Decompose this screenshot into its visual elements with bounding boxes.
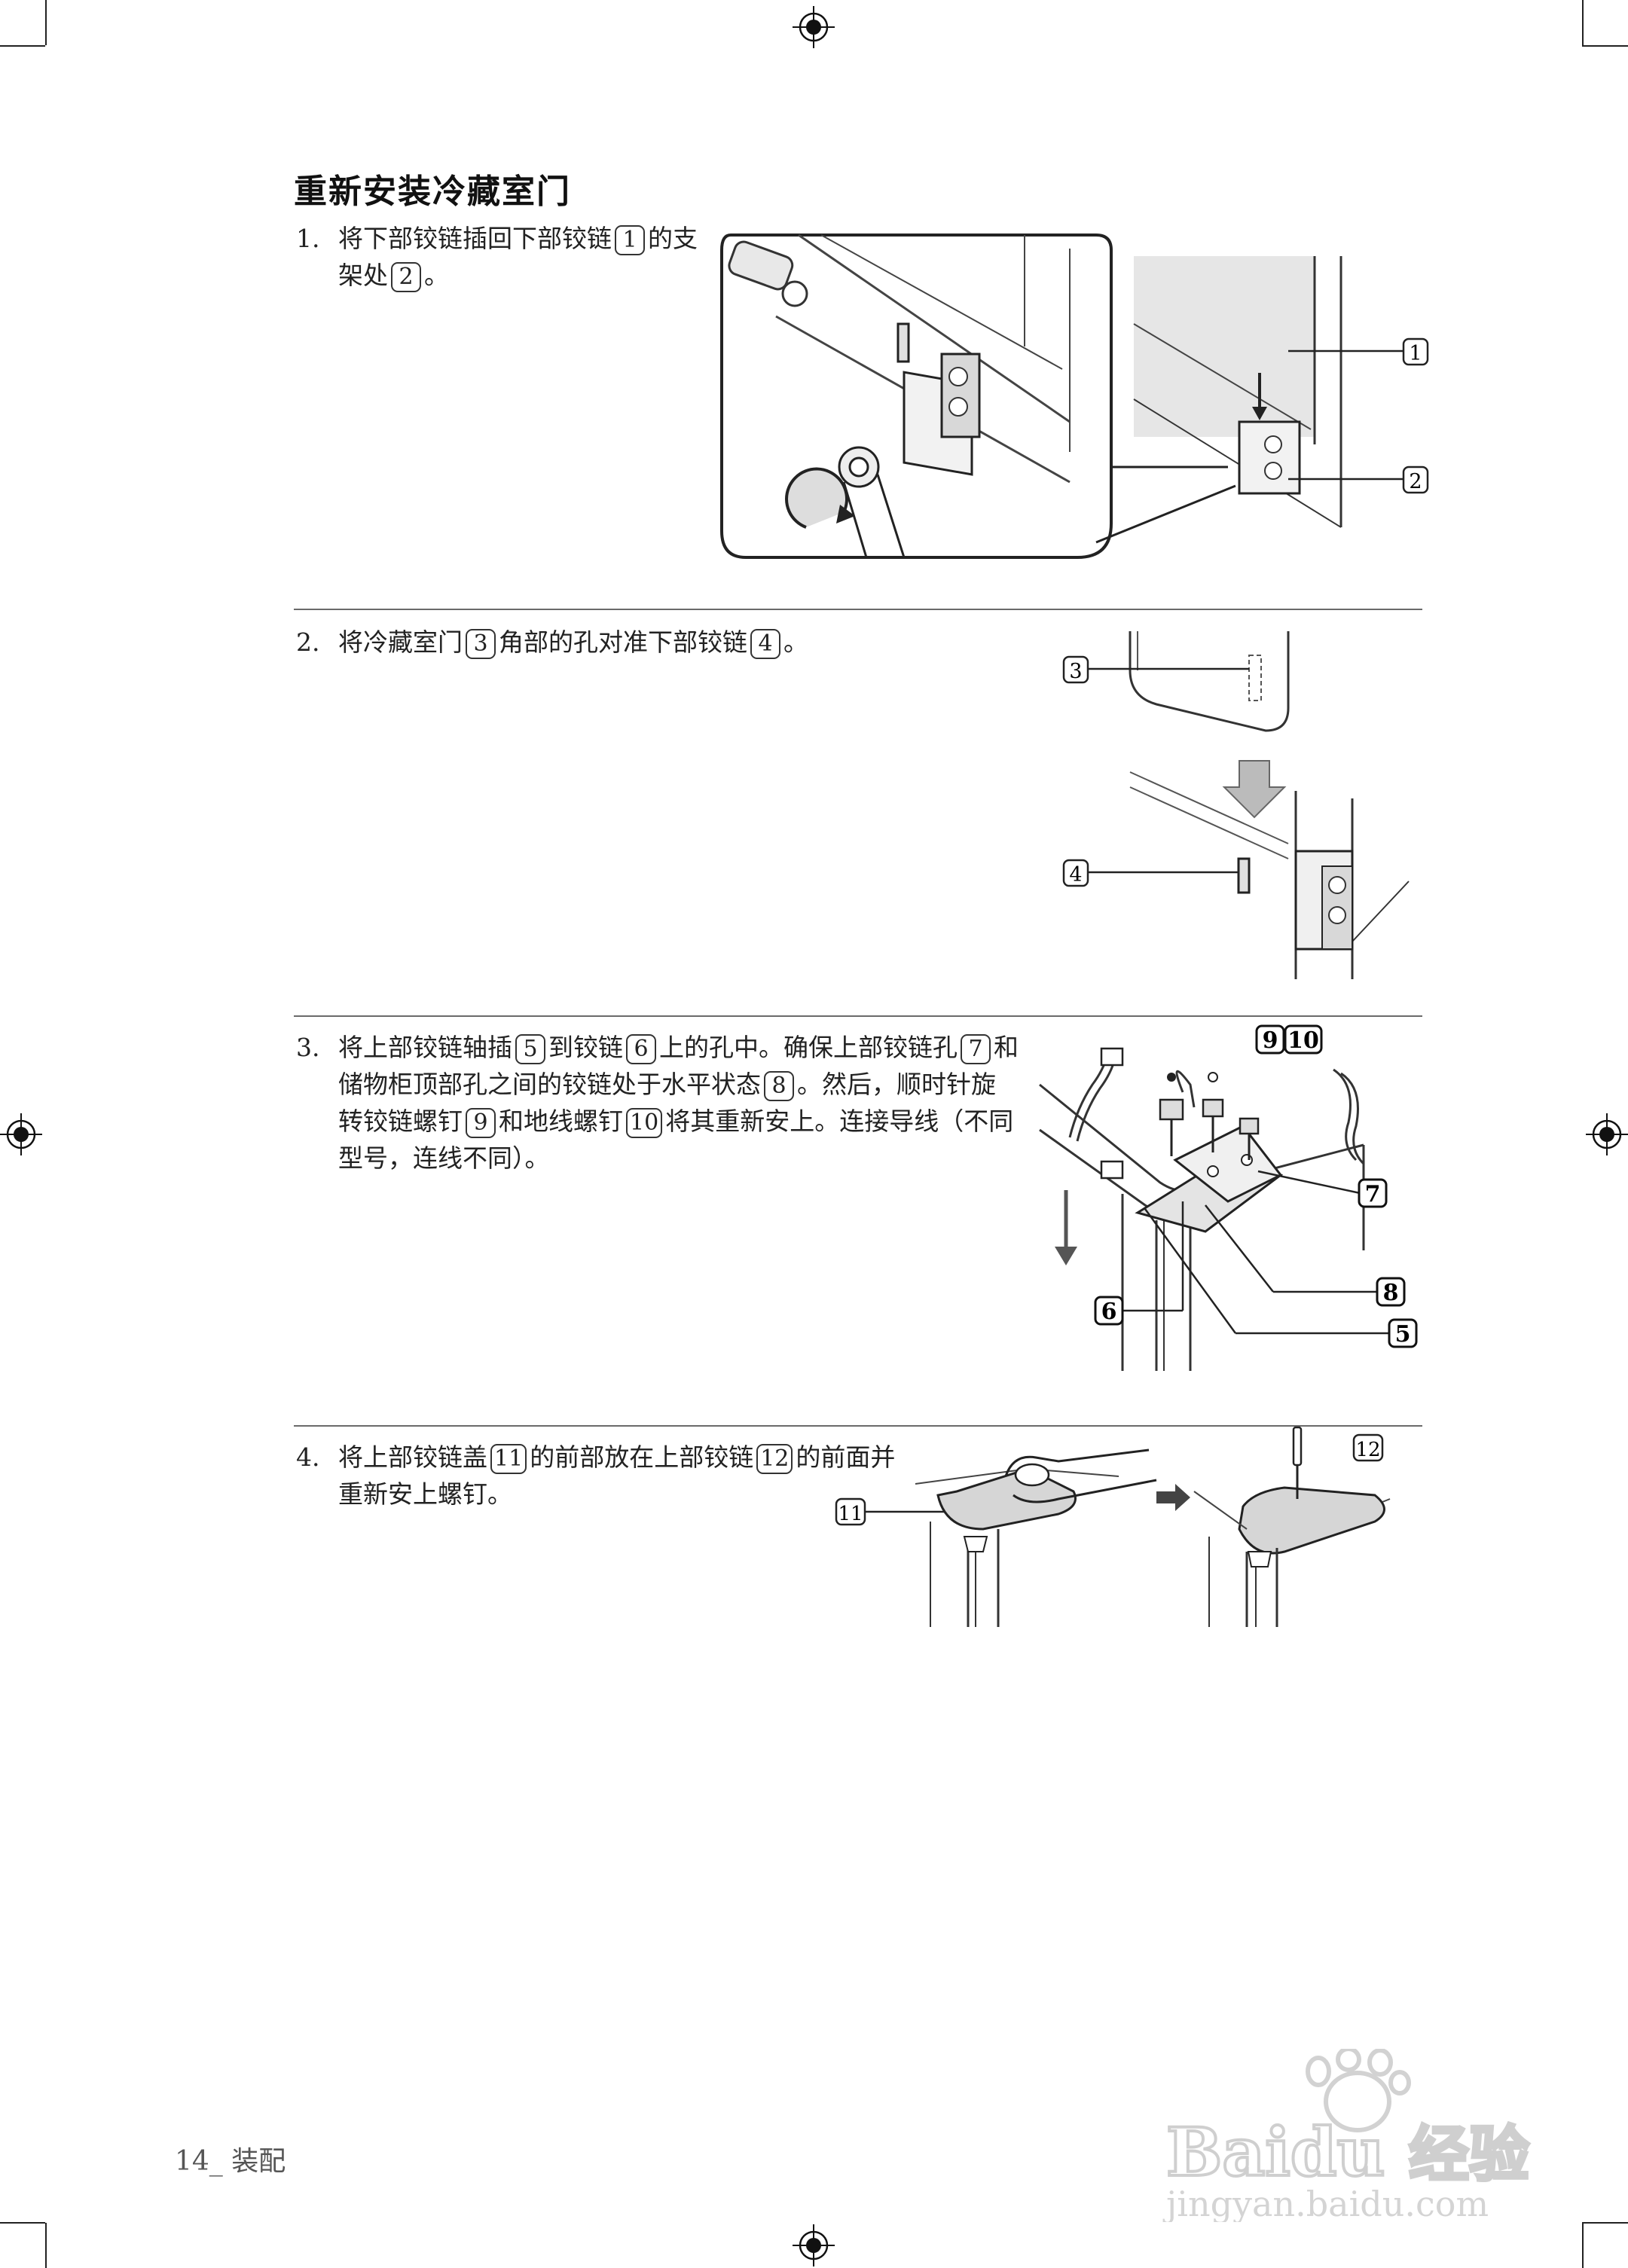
- figure-door-align: 3 4: [1062, 631, 1410, 979]
- callout-label: 10: [1287, 1027, 1319, 1054]
- callout-label: 5: [1395, 1321, 1411, 1348]
- figure-hinge-cover: 11 12: [835, 1426, 1391, 1627]
- section-divider: [294, 1015, 1422, 1017]
- registration-mark-icon: [793, 2224, 835, 2266]
- callout-label: 12: [1355, 1439, 1380, 1461]
- page-title: 重新安装冷藏室门: [294, 172, 571, 211]
- callout-number: 3: [466, 629, 496, 659]
- callout-number: 8: [764, 1071, 794, 1101]
- figure-lower-hinge-insert: 1 2: [720, 234, 1429, 559]
- callout-number: 7: [961, 1034, 991, 1064]
- callout-number: 4: [750, 629, 780, 659]
- callout-label: 3: [1069, 660, 1082, 683]
- figure-upper-hinge: 9 10 7 8 6 5: [1039, 1024, 1418, 1371]
- crop-mark: [0, 45, 45, 47]
- page-footer: 14_ 装配: [175, 2146, 286, 2177]
- callout-label: 8: [1383, 1280, 1399, 1306]
- registration-mark-icon: [0, 1113, 42, 1155]
- callout-label: 1: [1409, 342, 1422, 365]
- watermark-url: jingyan.baidu.com: [1162, 2184, 1489, 2222]
- step-number: 2.: [296, 627, 320, 657]
- step-number: 4.: [296, 1442, 320, 1472]
- crop-mark: [1582, 45, 1628, 47]
- crop-mark: [45, 0, 47, 45]
- baidu-paw-icon: Baidu 经验 jingyan.baidu.com: [1162, 2047, 1531, 2224]
- callout-label: 6: [1101, 1299, 1117, 1325]
- callout-label: 4: [1069, 863, 1082, 887]
- callout-number: 5: [515, 1034, 545, 1064]
- callout-label: 9: [1263, 1027, 1278, 1054]
- callout-number: 1: [615, 225, 645, 255]
- callout-number: 11: [490, 1444, 527, 1474]
- registration-mark-icon: [793, 6, 835, 48]
- callout-label: 2: [1409, 470, 1422, 493]
- watermark-brand-cn: 经验: [1409, 2119, 1529, 2190]
- crop-mark: [1582, 2223, 1584, 2268]
- callout-number: 6: [626, 1034, 656, 1064]
- crop-mark: [1582, 2222, 1628, 2224]
- callout-number: 12: [756, 1444, 793, 1474]
- callout-number: 10: [626, 1108, 663, 1138]
- callout-label: 11: [838, 1503, 863, 1525]
- crop-mark: [1582, 0, 1584, 45]
- watermark-brand: Baidu: [1166, 2113, 1385, 2191]
- crop-mark: [0, 2222, 45, 2224]
- watermark: Baidu 经验 jingyan.baidu.com: [1160, 2047, 1567, 2225]
- registration-mark-icon: [1586, 1113, 1628, 1155]
- crop-mark: [45, 2223, 47, 2268]
- section-divider: [294, 609, 1422, 610]
- callout-number: 9: [466, 1108, 496, 1138]
- section-divider: [294, 1425, 1422, 1427]
- step-number: 3.: [296, 1033, 320, 1062]
- step-number: 1.: [296, 224, 320, 253]
- callout-number: 2: [391, 262, 421, 292]
- callout-label: 7: [1365, 1181, 1381, 1207]
